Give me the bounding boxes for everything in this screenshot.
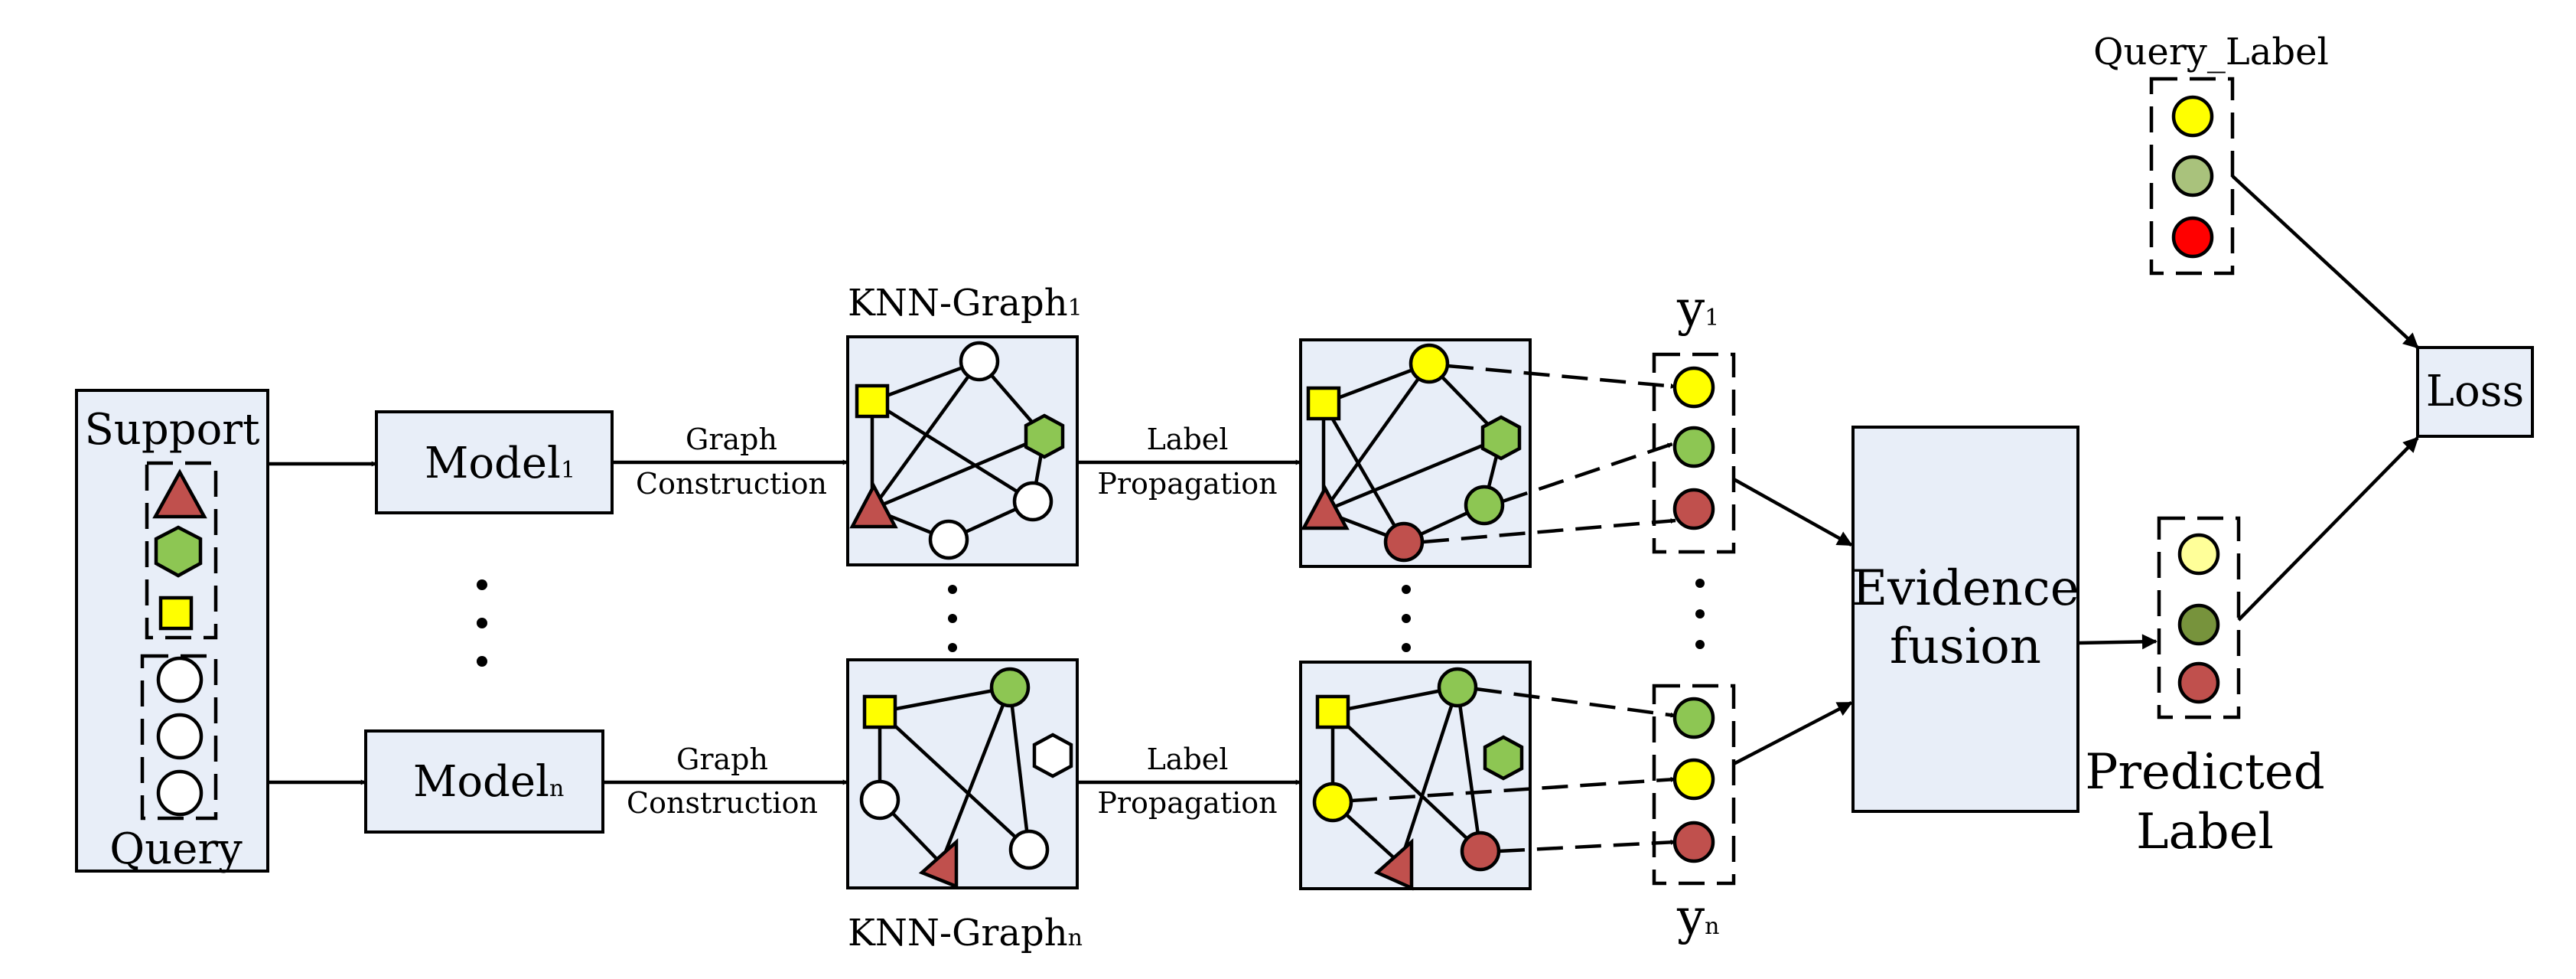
model-n-label: Modeln (413, 757, 564, 807)
query-node-1 (156, 656, 204, 703)
graph-construction-label-1a: Graph (686, 423, 777, 456)
support-square (158, 596, 194, 631)
predicted-label-text-a: Predicted (2085, 744, 2324, 801)
ellipsis-dot (477, 656, 487, 667)
prop1-node-red (1383, 521, 1425, 563)
propn-node-red (1460, 831, 1501, 872)
prop1-hexagon (1480, 415, 1522, 461)
ellipsis-dot (1695, 579, 1705, 588)
ellipsis-dot (948, 614, 957, 623)
y1-red (1672, 488, 1715, 530)
support-set-box (145, 461, 218, 640)
query-label: Query (109, 824, 243, 874)
knn1-triangle (849, 482, 898, 529)
graph-construction-label-nb: Construction (627, 786, 818, 820)
query-label-title: Query_Label (2093, 31, 2329, 73)
query-label-green (2171, 155, 2214, 197)
ellipsis-dot (477, 579, 487, 590)
ellipsis-dot (948, 643, 957, 652)
ellipsis-dot (1402, 614, 1411, 623)
dash-arrow-yellow-n (1350, 776, 1676, 803)
label-propagation-label-1a: Label (1147, 423, 1229, 456)
ellipsis-dot (1695, 640, 1705, 649)
ellipsis-dot (477, 618, 487, 628)
knnn-hexagon (1032, 733, 1073, 778)
prop1-node-green (1464, 485, 1505, 526)
y1-title: y1 (1676, 281, 1719, 338)
arrow-predicted-loss (2237, 436, 2419, 622)
yn-green (1672, 697, 1715, 739)
query-node-3 (156, 769, 204, 817)
arrow-y1-fusion (1732, 478, 1853, 547)
label-propagation-label-nb: Propagation (1097, 786, 1277, 820)
model-1-label: Model1 (425, 439, 575, 488)
evidence-fusion-label-b: fusion (1890, 618, 2041, 675)
knnn-square (862, 694, 897, 729)
loss-label: Loss (2426, 367, 2524, 416)
knn-graph-n-title: KNN-Graphn (848, 912, 1083, 955)
yn-vector-box (1652, 684, 1736, 886)
support-hexagon (154, 525, 203, 578)
ellipsis-dot (1695, 609, 1705, 618)
predicted-label-text-b: Label (2136, 804, 2274, 860)
query-set-box (140, 654, 218, 821)
y1-green (1672, 426, 1715, 468)
loss-box (2416, 346, 2534, 438)
query-label-yellow (2171, 95, 2214, 138)
evidence-fusion-label-a: Evidence (1851, 560, 2079, 617)
ellipsis-dot (1402, 585, 1411, 594)
y1-vector-box (1652, 352, 1736, 554)
knnn-node-a (859, 779, 900, 821)
support-label: Support (84, 405, 260, 455)
arrow-query-label-loss (2231, 175, 2419, 349)
dash-arrow-green-1 (1502, 442, 1673, 504)
prop1-node-yellow (1408, 343, 1450, 384)
dash-arrow-green-n (1475, 687, 1676, 718)
evidence-fusion-box (1851, 426, 2079, 813)
label-propagation-label-na: Label (1147, 742, 1229, 776)
knn1-node-c (928, 519, 969, 560)
knnn-node-green (989, 667, 1031, 708)
knnn-triangle (918, 837, 959, 889)
dash-arrow-red-1 (1422, 518, 1676, 544)
ellipsis-dot (1402, 643, 1411, 652)
prop1-square (1306, 386, 1341, 421)
propn-triangle (1373, 837, 1414, 891)
graph-construction-label-1b: Construction (636, 467, 827, 501)
label-propagation-label-1b: Propagation (1097, 467, 1277, 501)
dash-arrow-red-n (1498, 839, 1676, 853)
propn-node-yellow (1312, 782, 1353, 823)
propn-node-green (1437, 667, 1478, 708)
prop1-triangle (1301, 485, 1350, 530)
knn1-node-b (1012, 481, 1054, 522)
yn-red (1672, 821, 1715, 863)
knn1-node-a (959, 341, 1000, 382)
yn-title: yn (1676, 889, 1719, 946)
predicted-yellow (2177, 533, 2220, 576)
predicted-red (2177, 661, 2220, 704)
predicted-green (2177, 603, 2220, 646)
arrow-fusion-predicted (2077, 634, 2158, 650)
knn1-hexagon (1024, 413, 1065, 459)
knn1-square (855, 383, 890, 419)
query-node-2 (156, 713, 204, 760)
support-triangle (152, 468, 207, 519)
propn-hexagon (1483, 735, 1524, 781)
y1-yellow (1672, 366, 1715, 409)
knnn-node-b (1008, 829, 1050, 870)
query-label-red (2171, 216, 2214, 259)
graph-construction-label-na: Graph (676, 742, 768, 776)
arrow-yn-fusion (1732, 701, 1853, 765)
knn-graph-1-title: KNN-Graph1 (848, 282, 1083, 325)
yn-yellow (1672, 758, 1715, 801)
ellipsis-dot (948, 585, 957, 594)
propn-square (1315, 694, 1350, 729)
